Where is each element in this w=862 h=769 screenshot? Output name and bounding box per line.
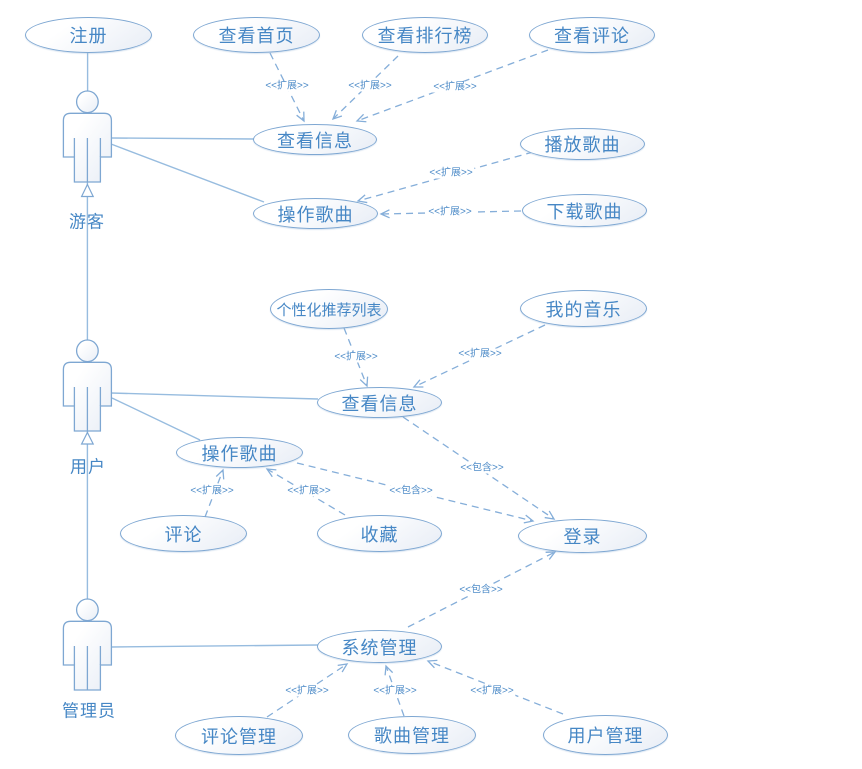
association-lines <box>86 53 319 648</box>
actor-body-lines <box>73 646 102 690</box>
actor-admin-label: 管理员 <box>62 701 116 721</box>
actor-head-icon <box>75 90 99 114</box>
edge-admin-systemmgmt <box>110 644 319 648</box>
stereotype-extend-label: <<扩展>> <box>285 485 333 497</box>
stereotype-include-label: <<包含>> <box>457 584 505 596</box>
usecase-operate-song-visitor: 操作歌曲 <box>253 198 378 229</box>
usecase-user-management: 用户管理 <box>543 715 668 755</box>
usecase-song-management: 歌曲管理 <box>348 716 476 754</box>
actor-body-lines <box>73 387 102 431</box>
usecase-view-home: 查看首页 <box>193 17 320 53</box>
stereotype-extend-label: <<扩展>> <box>263 80 311 92</box>
generalization-arrowheads <box>80 183 95 445</box>
stereotype-include-label: <<包含>> <box>387 485 435 497</box>
dashed-dependency-lines <box>204 49 564 718</box>
stereotype-extend-label: <<扩展>> <box>468 685 516 697</box>
generalization-triangle-icon <box>80 431 95 445</box>
actor-head-icon <box>75 598 99 622</box>
edge-viewranking-extend <box>331 55 399 121</box>
usecase-operate-song-user: 操作歌曲 <box>176 437 303 468</box>
actor-body-lines <box>73 138 102 182</box>
usecase-comment: 评论 <box>120 515 247 552</box>
actor-user-figure <box>62 339 113 432</box>
generalization-triangle-icon <box>80 183 95 198</box>
actor-head-icon <box>75 339 99 363</box>
edge-viewinfo-login-include <box>402 416 556 520</box>
usecase-view-comments: 查看评论 <box>529 17 655 53</box>
usecase-download-song: 下载歌曲 <box>522 194 647 227</box>
stereotype-extend-label: <<扩展>> <box>431 81 479 93</box>
usecase-personalized-list: 个性化推荐列表 <box>270 289 388 329</box>
actor-visitor-label: 游客 <box>69 212 105 232</box>
edge-favorite-extend <box>265 468 346 516</box>
usecase-register: 注册 <box>25 17 152 53</box>
stereotype-extend-label: <<扩展>> <box>188 485 236 497</box>
stereotype-extend-label: <<扩展>> <box>371 685 419 697</box>
usecase-comment-management: 评论管理 <box>175 716 303 755</box>
usecase-system-management: 系统管理 <box>317 630 442 663</box>
edge-user-viewinfo <box>110 392 319 400</box>
stereotype-include-label: <<包含>> <box>458 462 506 474</box>
stereotype-extend-label: <<扩展>> <box>426 206 474 218</box>
edge-personalizedlist-extend <box>343 327 369 388</box>
actor-user-label: 用户 <box>70 457 106 477</box>
stereotype-extend-label: <<扩展>> <box>346 80 394 92</box>
actor-admin-figure <box>62 598 113 691</box>
edge-visitor-viewinfo <box>110 137 255 140</box>
stereotype-extend-label: <<扩展>> <box>283 685 331 697</box>
edge-user-operatesong <box>111 397 201 441</box>
usecase-view-info-user: 查看信息 <box>317 387 442 418</box>
usecase-login: 登录 <box>518 519 647 553</box>
usecase-view-info-visitor: 查看信息 <box>253 124 377 155</box>
edge-systemmgmt-login-include <box>407 551 557 628</box>
stereotype-extend-label: <<扩展>> <box>427 167 475 179</box>
actor-visitor-figure <box>62 90 113 183</box>
stereotype-extend-label: <<扩展>> <box>332 351 380 363</box>
usecase-play-song: 播放歌曲 <box>520 128 645 160</box>
stereotype-extend-label: <<扩展>> <box>456 348 504 360</box>
usecase-favorite: 收藏 <box>317 515 442 552</box>
usecase-my-music: 我的音乐 <box>520 290 647 327</box>
edge-visitor-operatesong <box>110 143 265 203</box>
edge-commentmgmt-extend <box>266 663 349 718</box>
usecase-view-ranking: 查看排行榜 <box>362 17 488 53</box>
